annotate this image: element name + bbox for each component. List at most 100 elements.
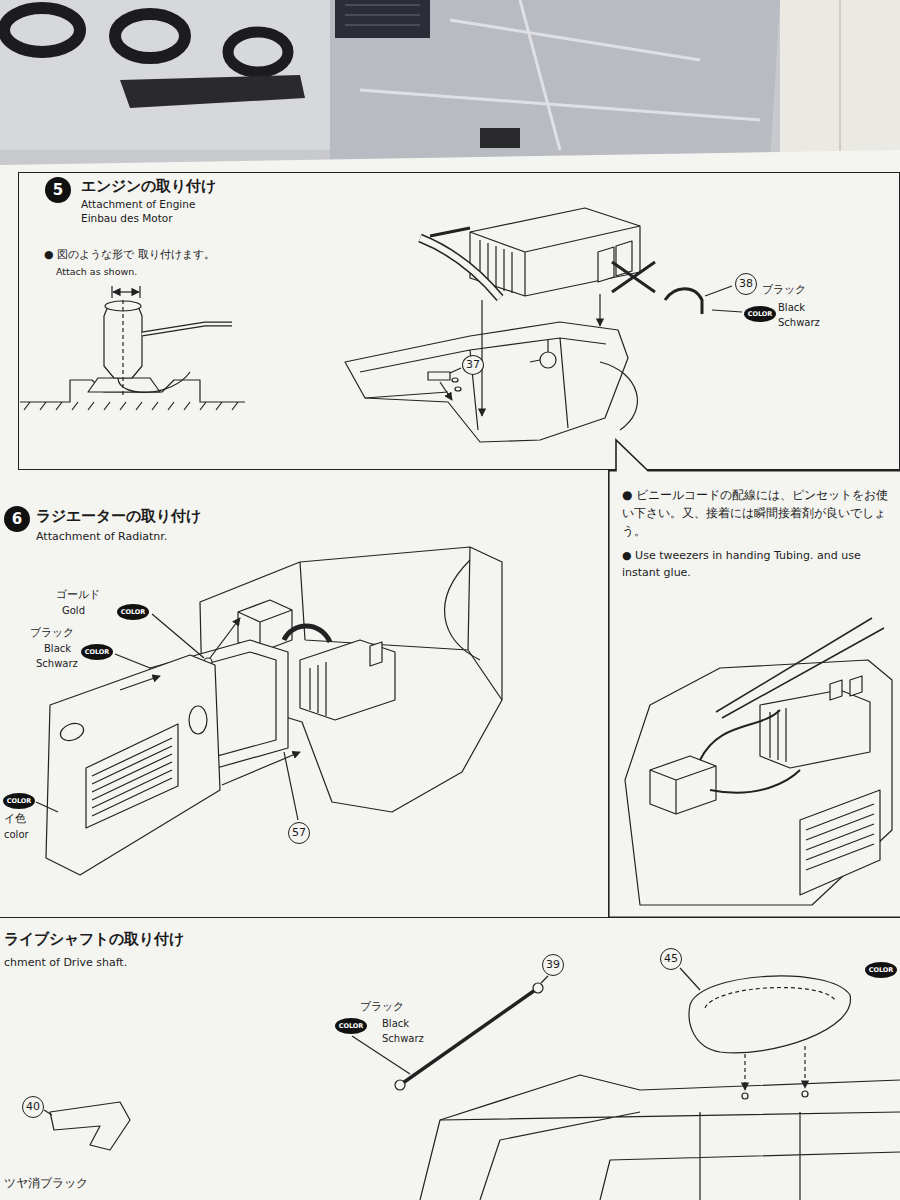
radiator-assembly-illustration [300, 640, 395, 720]
engine-assembly-illustration [600, 362, 637, 430]
color-badge-text: COLOR [869, 966, 894, 974]
step-number: 6 [4, 506, 30, 532]
color-badge-text: COLOR [85, 648, 110, 656]
kit-parts-photo [120, 75, 305, 108]
engine-assembly-illustration [345, 208, 742, 442]
step-subheading: chment of Drive shaft. [4, 956, 127, 970]
radiator-assembly-illustration [152, 614, 204, 658]
kit-parts-photo [480, 128, 520, 148]
radiator-assembly-illustration [189, 706, 207, 734]
part-label: ブラック [360, 1000, 404, 1014]
engine-position-sketch [112, 286, 140, 298]
callout-number-text: 39 [546, 958, 560, 972]
engine-assembly-illustration [345, 322, 628, 442]
drive-shaft-illustration [44, 1110, 52, 1115]
part-label: Attach as shown. [56, 266, 137, 278]
engine-assembly-illustration [705, 286, 732, 296]
drive-shaft-illustration [533, 983, 543, 993]
part-label: Gold [62, 605, 85, 618]
engine-assembly-illustration [612, 262, 655, 292]
engine-assembly-illustration [712, 310, 742, 312]
part-label: Schwarz [36, 658, 78, 671]
engine-assembly-illustration [428, 372, 450, 380]
kit-parts-photo [345, 5, 420, 25]
callout-number: 45 [660, 948, 682, 970]
engine-assembly-illustration [360, 338, 606, 430]
part-label: ● 図のような形で 取り付けます。 [44, 248, 215, 262]
callout-number-text: 45 [664, 952, 678, 966]
note-outline [608, 470, 900, 918]
drive-shaft-illustration [50, 1102, 130, 1150]
color-badge-text: COLOR [339, 1022, 364, 1030]
note-callout: ● ビニールコードの配線には、ピンセットをお使い下さい。又、接着には瞬間接着剤が… [608, 470, 900, 918]
radiator-assembly-illustration [210, 618, 240, 658]
tubing-note-illustration [830, 676, 862, 700]
engine-position-sketch [24, 402, 238, 410]
step-panel: 5 38COLOR 37 エンジンの取り付け Attachment of EngineE… [18, 172, 900, 470]
engine-assembly-illustration [452, 378, 458, 382]
step-panel: 6COLORCOLORCOLOR57ラジエーターの取り付けAttachment … [0, 470, 608, 918]
drive-shaft-illustration [680, 968, 700, 990]
part-label: Black [44, 643, 71, 656]
kit-parts-photo [330, 0, 780, 165]
radiator-assembly-illustration [370, 642, 382, 666]
engine-assembly-illustration [470, 226, 640, 296]
step-subheading: Attachment of Engine [81, 198, 195, 211]
radiator-assembly-illustration [86, 724, 178, 828]
engine-position-sketch [142, 324, 232, 334]
color-badge: COLOR [3, 793, 35, 809]
step-number-text: 6 [12, 510, 22, 529]
tubing-note-illustration [625, 660, 892, 905]
engine-assembly-illustration [598, 247, 614, 282]
radiator-assembly-illustration [58, 720, 86, 743]
part-label: Black [778, 302, 805, 315]
radiator-assembly-illustration [310, 662, 326, 716]
kit-parts-photo [115, 14, 185, 58]
color-badge-text: COLOR [748, 310, 773, 318]
tubing-note-illustration [800, 790, 880, 895]
callout-number: 38 [735, 273, 757, 295]
kit-parts-photo [0, 0, 330, 150]
engine-assembly-illustration [599, 294, 600, 326]
engine-assembly-illustration [530, 340, 548, 362]
callout-number-text: 37 [466, 358, 480, 372]
engine-position-sketch [20, 286, 245, 410]
kit-parts-photo [228, 32, 288, 72]
paper-sheet [0, 150, 900, 1200]
step-number-text: 5 [53, 181, 63, 200]
engine-assembly-illustration [540, 352, 556, 368]
engine-assembly-illustration [665, 289, 702, 314]
color-badge: COLOR [335, 1018, 367, 1034]
engine-position-sketch [142, 324, 232, 334]
drive-shaft-illustration [802, 1091, 808, 1097]
engine-position-sketch [113, 291, 139, 292]
drive-shaft-illustration [420, 1075, 900, 1200]
tubing-note-illustration [625, 618, 892, 905]
color-badge: COLOR [117, 604, 149, 620]
engine-assembly-illustration [440, 382, 452, 400]
tubing-note-illustration [650, 756, 716, 814]
radiator-assembly-illustration [120, 676, 160, 690]
drive-shaft-illustration [804, 1046, 805, 1088]
part-label: Schwarz [778, 317, 820, 330]
part-label: ゴールド [56, 588, 100, 602]
tubing-note-illustration [700, 710, 800, 793]
radiator-assembly-illustration [115, 654, 150, 668]
part-label: color [4, 829, 29, 842]
drive-shaft-illustration [744, 1054, 745, 1090]
radiator-assembly-illustration [92, 738, 172, 816]
step-subheading: Attachment of Radiatnr. [36, 530, 167, 544]
callout-number: 37 [462, 355, 484, 375]
radiator-assembly-illustration [36, 802, 58, 812]
engine-assembly-illustration [430, 228, 470, 236]
callout-number: 40 [22, 1096, 44, 1118]
tubing-note-illustration [806, 804, 874, 870]
engine-assembly-illustration [450, 368, 461, 373]
tubing-note-illustration [650, 766, 716, 814]
drive-shaft-illustration [742, 1093, 748, 1099]
step-subheading: Einbau des Motor [81, 212, 173, 225]
part-label: ブラック [30, 626, 74, 640]
kit-parts-photo [335, 0, 430, 38]
step-heading: エンジンの取り付け [81, 177, 216, 196]
